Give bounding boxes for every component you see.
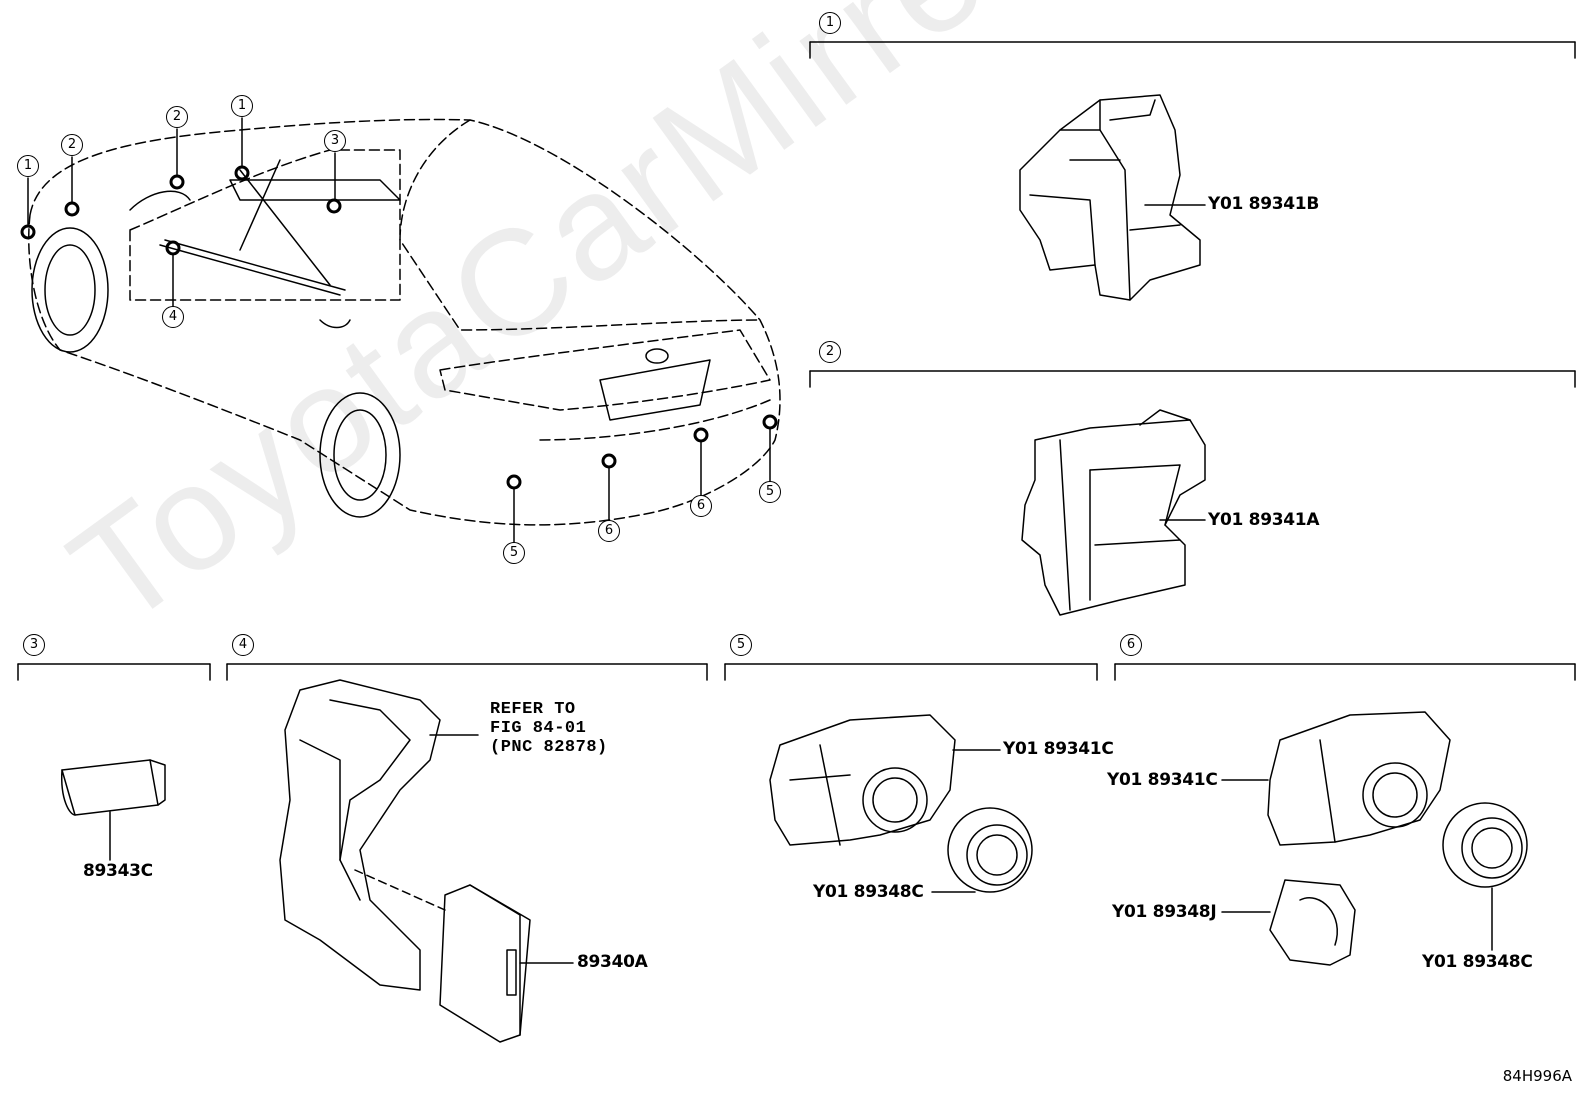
- section-number-2: 2: [819, 341, 841, 363]
- section-bracket-5: [724, 663, 1098, 681]
- part-label-89348C-6: Y01 89348C: [1422, 952, 1533, 972]
- car-callout-2b: 2: [166, 106, 188, 128]
- section-bracket-1: [809, 41, 1576, 59]
- section-number-5: 5: [730, 634, 752, 656]
- part-89341A-drawing: [1021, 409, 1206, 616]
- section-number-1: 1: [819, 12, 841, 34]
- part-label-89348C-5: Y01 89348C: [813, 882, 924, 902]
- section-number-3: 3: [23, 634, 45, 656]
- part-89348C-5-drawing: [931, 807, 1033, 893]
- section-bracket-4: [226, 663, 708, 681]
- car-callout-5a: 5: [503, 542, 525, 564]
- part-89348C-6-drawing: [1442, 802, 1528, 951]
- part-89341C-6-drawing: [1221, 711, 1451, 846]
- part-label-89341A: Y01 89341A: [1208, 510, 1320, 530]
- refer-note-line2: FIG 84-01: [490, 719, 587, 738]
- car-callout-3: 3: [324, 130, 346, 152]
- car-callout-leaders: [27, 117, 771, 543]
- part-89341C-5-drawing: [769, 714, 1001, 846]
- part-89348J-drawing: [1221, 879, 1356, 966]
- figure-id: 84H996A: [1502, 1067, 1572, 1085]
- part-89343C-drawing: [61, 759, 166, 861]
- car-callout-4: 4: [162, 306, 184, 328]
- section-bracket-6: [1114, 663, 1576, 681]
- car-callout-6b: 6: [690, 495, 712, 517]
- section-number-4: 4: [232, 634, 254, 656]
- part-label-89341C-6: Y01 89341C: [1107, 770, 1218, 790]
- refer-note-line3: (PNC 82878): [490, 738, 608, 757]
- section-number-6: 6: [1120, 634, 1142, 656]
- car-callout-6a: 6: [598, 520, 620, 542]
- part-label-89341B: Y01 89341B: [1208, 194, 1319, 214]
- section-bracket-2: [809, 370, 1576, 388]
- part-label-89340A: 89340A: [577, 952, 648, 972]
- section-bracket-3: [17, 663, 211, 681]
- part-label-89343C: 89343C: [83, 861, 153, 881]
- car-callout-1a: 1: [17, 155, 39, 177]
- car-illustration: [28, 118, 781, 526]
- part-label-89341C-5: Y01 89341C: [1003, 739, 1114, 759]
- part-89340A-drawing: [439, 884, 574, 1043]
- part-bracket-drawing: [279, 679, 479, 991]
- car-callout-1b: 1: [231, 95, 253, 117]
- refer-note: REFER TO FIG 84-01 (PNC 82878): [490, 700, 608, 757]
- car-callout-5b: 5: [759, 481, 781, 503]
- car-callout-2a: 2: [61, 134, 83, 156]
- part-89341B-drawing: [1019, 94, 1206, 301]
- part-label-89348J: Y01 89348J: [1112, 902, 1217, 922]
- refer-note-line1: REFER TO: [490, 700, 576, 719]
- car-body-solid: [31, 159, 711, 518]
